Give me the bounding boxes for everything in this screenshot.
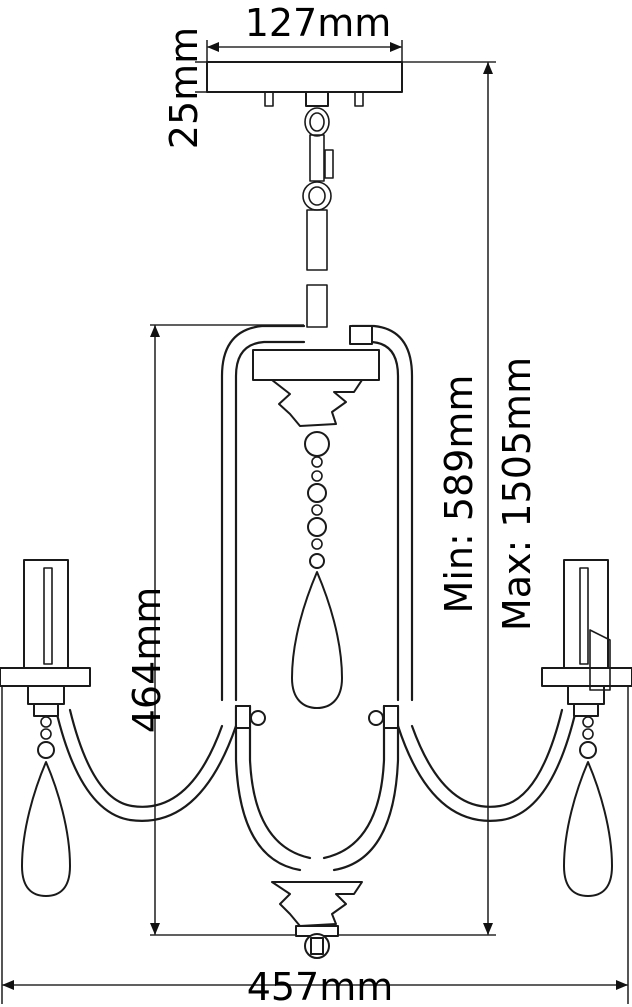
- overall-width-label: 457mm: [247, 965, 394, 1007]
- bottom-finial: [271, 881, 363, 959]
- center-crystal-drop: [291, 456, 343, 709]
- canopy-width-label: 127mm: [245, 1, 392, 45]
- right-crystal-drop: [563, 716, 613, 897]
- right-candle-sleeve: [541, 559, 632, 717]
- min-height-label: Min: 589mm: [437, 375, 481, 614]
- body-height-label: 464mm: [125, 587, 169, 734]
- canopy-height-label: 25mm: [162, 27, 206, 149]
- frame-arms: [54, 324, 578, 872]
- suspension-chain: [302, 107, 334, 328]
- left-crystal-drop: [21, 716, 71, 897]
- ceiling-canopy: [206, 61, 403, 107]
- upper-hub: [252, 349, 380, 457]
- left-candle-sleeve: [0, 559, 91, 717]
- max-height-label: Max: 1505mm: [495, 357, 539, 631]
